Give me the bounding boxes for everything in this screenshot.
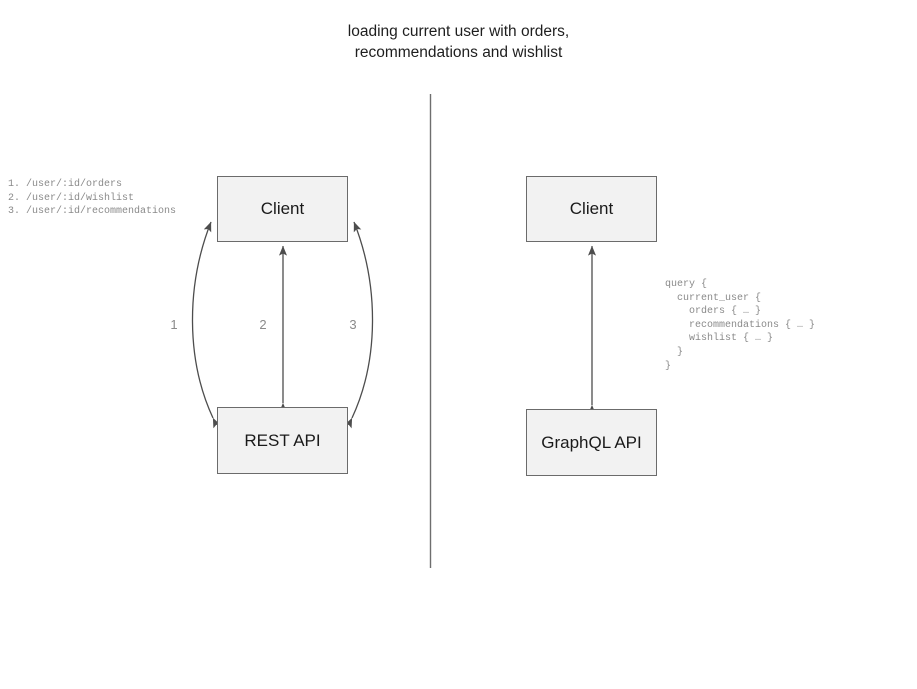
edge-label-2: 2 — [259, 317, 267, 332]
page-title: loading current user with orders, recomm… — [347, 23, 570, 61]
node-client-graphql[interactable]: Client — [526, 176, 657, 242]
node-client-rest[interactable]: Client — [217, 176, 348, 242]
graphql-query-block: query { current_user { orders { … } reco… — [665, 279, 816, 372]
edge-label-1: 1 — [170, 317, 178, 332]
edge-label-3: 3 — [349, 317, 357, 332]
node-label: REST API — [244, 430, 321, 450]
edge-3-curve — [344, 221, 374, 429]
edge-1-curve — [191, 221, 221, 429]
rest-endpoint-list: 1. /user/:id/orders 2. /user/:id/wishlis… — [8, 179, 177, 218]
node-graphql-api[interactable]: GraphQL API — [526, 409, 657, 476]
node-label: Client — [260, 199, 305, 218]
node-label: GraphQL API — [541, 432, 642, 452]
node-rest-api[interactable]: REST API — [217, 407, 348, 474]
node-label: Client — [569, 199, 614, 218]
